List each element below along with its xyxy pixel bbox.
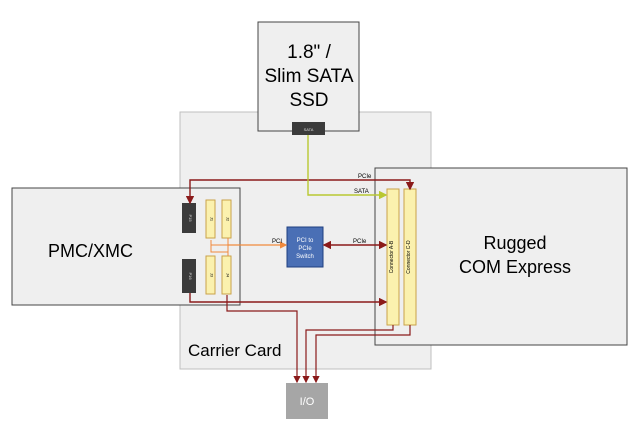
switch-label-line3: Switch: [296, 254, 314, 260]
io-link-3: [312, 325, 411, 384]
switch-label-line1: PCI to: [297, 238, 314, 244]
ssd-title-line1: 1.8" /: [287, 42, 331, 63]
pmc-connector-j1-label: J1: [210, 217, 215, 222]
ssd-connector-label: SATA: [304, 127, 314, 132]
pcie-link-top: [185, 179, 415, 205]
com-connector-cd-label: Connector C-D: [406, 240, 412, 274]
pmc-connector-p16: [182, 259, 196, 293]
sata-link: [307, 135, 388, 200]
pcie-link-top-label: PCIe: [358, 174, 372, 180]
pmc-connector-p15-label: P15: [188, 214, 193, 222]
ssd-connector: [292, 122, 325, 135]
io-box: [286, 383, 328, 419]
io-link-1: [226, 295, 301, 384]
pcie-link-mid-label: PCIe: [353, 239, 367, 245]
pmc-connector-j4: [221, 255, 232, 295]
pmc-connector-j3: [205, 255, 216, 295]
ssd-box: [257, 21, 360, 132]
pmc-xmc-box: [11, 187, 241, 306]
com-connector-ab-label: Connector A-B: [389, 240, 395, 273]
io-link-2: [302, 325, 394, 384]
pmc-connector-j3-label: J3: [210, 273, 215, 278]
sata-link-label: SATA: [354, 189, 369, 195]
pci-link-label: PCI: [272, 239, 282, 245]
io-label: I/O: [300, 396, 315, 408]
pmc-connector-j2-label: J2: [226, 217, 231, 222]
pmc-connector-p15: [182, 203, 196, 233]
ssd-title-line2: Slim SATA: [264, 66, 353, 87]
pmc-connector-j4-label: J4: [226, 273, 231, 278]
ssd-title-line3: SSD: [289, 90, 328, 111]
com-express-label-line1: Rugged: [483, 233, 546, 253]
pmc-to-com-link: [189, 293, 388, 307]
pmc-connector-p16-label: P16: [188, 272, 193, 280]
carrier-card-label: Carrier Card: [188, 341, 282, 360]
pci-branch: [210, 240, 229, 256]
switch-label-line2: PCIe: [298, 246, 312, 252]
com-express-box: [374, 167, 628, 346]
pmc-xmc-label: PMC/XMC: [48, 241, 133, 261]
pci-to-pcie-switch: [286, 226, 324, 268]
com-express-label-line2: COM Express: [459, 257, 571, 277]
